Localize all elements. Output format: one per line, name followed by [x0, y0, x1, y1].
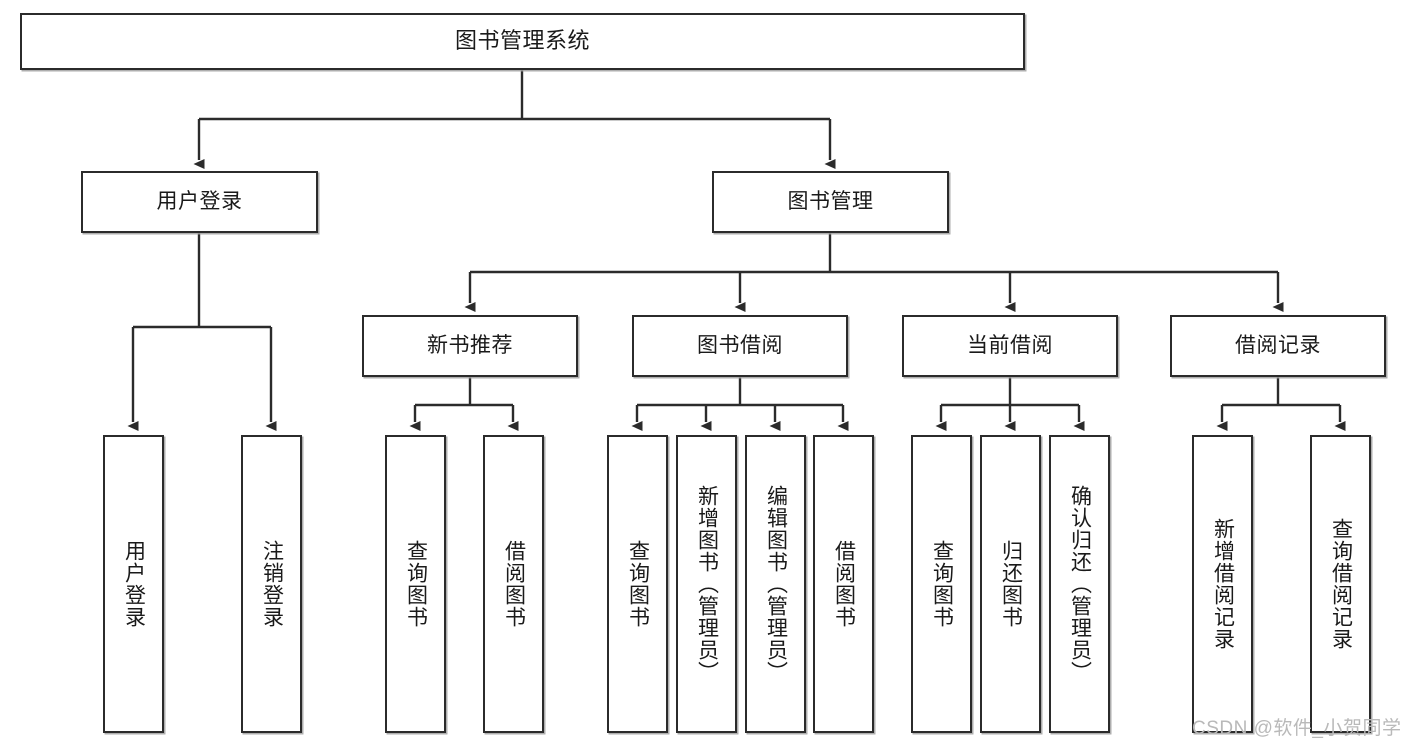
node-borrow-record-label: 借阅记录 [1235, 334, 1321, 358]
node-leaf-user-login-label: 用户登录 [122, 540, 146, 628]
node-leaf-edit-book-admin[interactable]: 编辑图书（管理员） [745, 435, 806, 733]
node-leaf-borrow-book-rec[interactable]: 借阅图书 [483, 435, 544, 733]
node-leaf-borrow-book-rec-label: 借阅图书 [502, 540, 526, 628]
node-leaf-query-book-borrow[interactable]: 查询图书 [607, 435, 668, 733]
node-leaf-add-borrow-record[interactable]: 新增借阅记录 [1192, 435, 1253, 733]
node-leaf-query-book-current-label: 查询图书 [930, 540, 954, 628]
node-leaf-add-book-admin[interactable]: 新增图书（管理员） [676, 435, 737, 733]
node-leaf-add-borrow-record-label: 新增借阅记录 [1211, 518, 1235, 650]
node-current-borrow[interactable]: 当前借阅 [902, 315, 1118, 377]
node-leaf-user-login[interactable]: 用户登录 [103, 435, 164, 733]
watermark-text: CSDN @软件_小贺同学 [1192, 718, 1402, 739]
node-borrow-record[interactable]: 借阅记录 [1170, 315, 1386, 377]
node-leaf-logout-label: 注销登录 [260, 540, 284, 628]
node-leaf-query-borrow-record[interactable]: 查询借阅记录 [1310, 435, 1371, 733]
node-book-borrow[interactable]: 图书借阅 [632, 315, 848, 377]
node-leaf-return-book[interactable]: 归还图书 [980, 435, 1041, 733]
node-leaf-query-book-rec-label: 查询图书 [404, 540, 428, 628]
node-user-login[interactable]: 用户登录 [81, 171, 318, 233]
node-leaf-borrow-book-label: 借阅图书 [832, 540, 856, 628]
node-leaf-query-book-borrow-label: 查询图书 [626, 540, 650, 628]
node-leaf-logout[interactable]: 注销登录 [241, 435, 302, 733]
node-leaf-edit-book-admin-label: 编辑图书（管理员） [764, 485, 788, 683]
node-leaf-return-book-label: 归还图书 [999, 540, 1023, 628]
node-leaf-query-book-current[interactable]: 查询图书 [911, 435, 972, 733]
node-leaf-add-book-admin-label: 新增图书（管理员） [695, 485, 719, 683]
node-user-login-label: 用户登录 [156, 190, 243, 214]
node-new-book-recommend-label: 新书推荐 [427, 334, 513, 358]
node-leaf-confirm-return-admin[interactable]: 确认归还（管理员） [1049, 435, 1110, 733]
node-book-manage[interactable]: 图书管理 [712, 171, 949, 233]
node-leaf-borrow-book[interactable]: 借阅图书 [813, 435, 874, 733]
node-leaf-query-borrow-record-label: 查询借阅记录 [1329, 518, 1353, 650]
node-leaf-confirm-return-admin-label: 确认归还（管理员） [1068, 485, 1092, 683]
node-book-manage-label: 图书管理 [787, 190, 874, 214]
node-root-label: 图书管理系统 [454, 28, 590, 54]
node-current-borrow-label: 当前借阅 [967, 334, 1053, 358]
node-book-borrow-label: 图书借阅 [697, 334, 783, 358]
node-new-book-recommend[interactable]: 新书推荐 [362, 315, 578, 377]
node-root[interactable]: 图书管理系统 [20, 13, 1025, 70]
node-leaf-query-book-rec[interactable]: 查询图书 [385, 435, 446, 733]
